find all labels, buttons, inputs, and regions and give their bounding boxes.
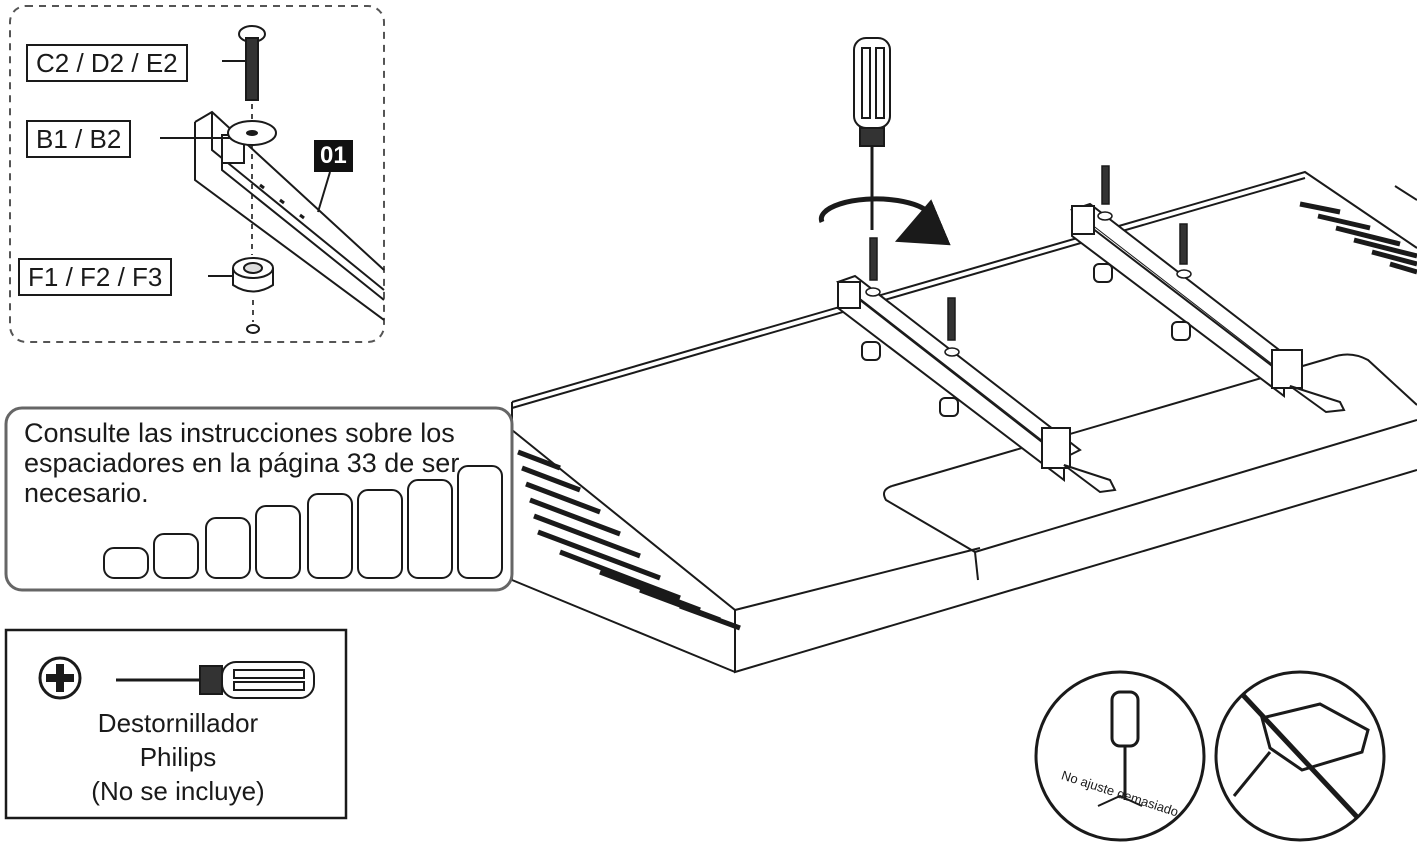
no-overtighten-icon [1034, 670, 1206, 842]
leader-lines [160, 60, 331, 277]
tool-type: Philips [139, 742, 217, 772]
spacer-label: F1 / F2 / F3 [18, 258, 173, 296]
vents-left [517, 449, 741, 631]
spacer-note-box [4, 406, 514, 592]
mount-rail-right [1069, 202, 1346, 414]
spacers [861, 263, 1191, 417]
washer-hole [246, 130, 258, 136]
screws [869, 165, 1188, 341]
spacer-note-text: Consulte las instrucciones sobre los esp… [24, 418, 460, 508]
tool-box [4, 628, 348, 820]
washer-label: B1 / B2 [26, 120, 132, 158]
rotate-arrow-icon [818, 196, 951, 246]
tool-caption: Destornillador Philips (No se incluye) [10, 706, 346, 808]
step-badge: 01 [314, 140, 353, 172]
detail-spacer [232, 257, 274, 334]
tool-name: Destornillador [97, 708, 259, 738]
tv-back [511, 170, 1417, 674]
tool-screwdriver-icon [116, 661, 315, 699]
mount-rail-left [835, 274, 1117, 494]
detail-screw [238, 25, 266, 255]
phillips-plus-icon [38, 656, 82, 700]
screw-label: C2 / D2 / E2 [26, 44, 188, 82]
screwdriver-icon [853, 37, 891, 230]
detail-rail [194, 110, 385, 321]
spacer-set [103, 465, 503, 579]
tool-note: (No se incluye) [91, 776, 265, 806]
washers [865, 211, 1192, 357]
no-power-drill-icon [1214, 670, 1386, 842]
detail-frame [9, 5, 385, 343]
vents-right [1299, 201, 1417, 275]
